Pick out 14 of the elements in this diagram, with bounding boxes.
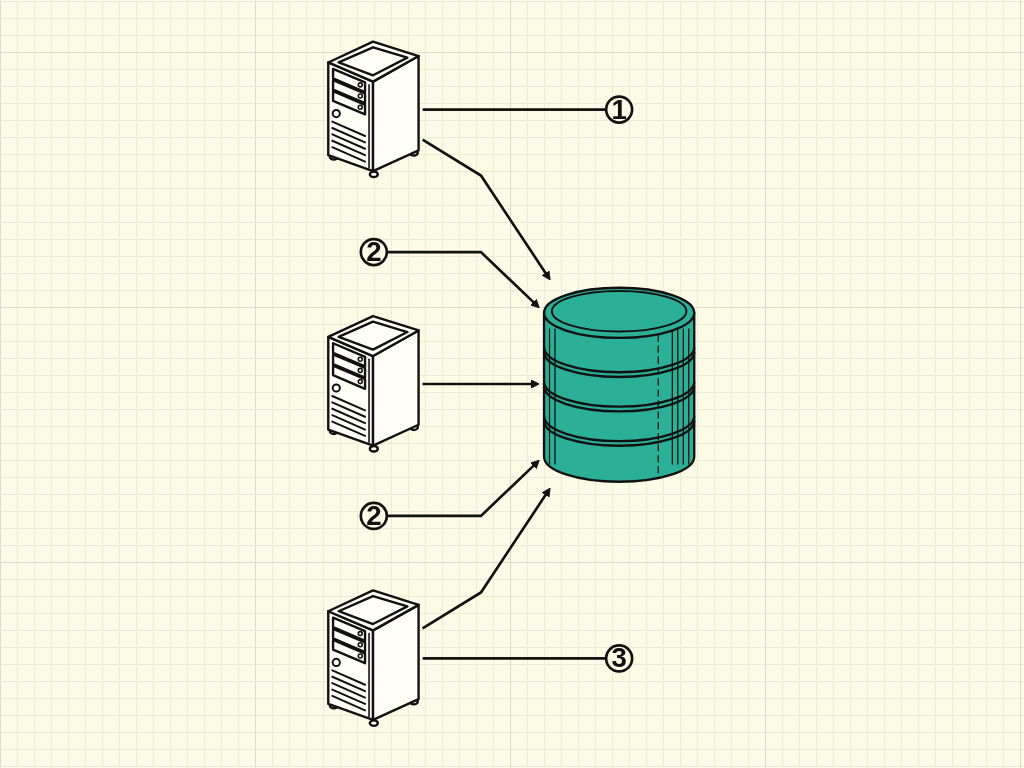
node-circle: 3 xyxy=(604,644,634,673)
arrow xyxy=(421,487,551,630)
arrow xyxy=(422,379,540,389)
node-circle: 1 xyxy=(604,95,634,124)
node-circle: 2 xyxy=(359,237,389,267)
node-circle: 2 xyxy=(359,501,389,531)
arrow xyxy=(421,138,551,281)
connector xyxy=(422,657,607,660)
node-server xyxy=(325,587,423,730)
arrow xyxy=(386,250,540,309)
node-server xyxy=(325,312,423,456)
node-server xyxy=(325,38,423,181)
connector xyxy=(422,108,607,111)
arrow xyxy=(386,459,540,518)
